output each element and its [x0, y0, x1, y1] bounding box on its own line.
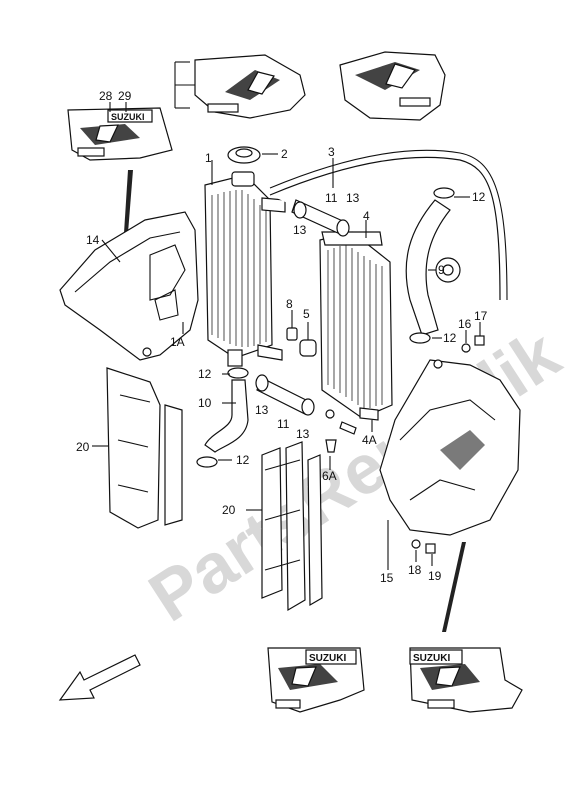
- callout-labels: 1 2 3 4 4A 5 6A 8 9 10 11 11 12 12 12 12…: [76, 89, 488, 585]
- bolt: [474, 335, 485, 346]
- callout-2: 2: [281, 147, 288, 161]
- callout-1: 1: [205, 151, 212, 165]
- bolt: [425, 543, 436, 554]
- direction-arrow-icon: [58, 654, 141, 701]
- callout-4a: 4A: [362, 433, 377, 447]
- callout-11-lower: 11: [277, 417, 290, 431]
- radiator-left: [204, 171, 286, 367]
- radiator-shroud-right: [379, 359, 521, 536]
- radiator-guard-left: [106, 367, 183, 529]
- radiator-guard-center: [261, 441, 323, 612]
- leader-lines: [92, 102, 481, 570]
- gear-icon: [435, 257, 461, 283]
- washer: [461, 343, 471, 353]
- decal-brand-text: SUZUKI: [413, 653, 450, 664]
- decal-brand-plate: [107, 109, 153, 123]
- collar: [286, 327, 298, 341]
- washer: [325, 409, 335, 419]
- radiator-left-fins: [211, 190, 267, 347]
- callout-16: 16: [458, 317, 472, 331]
- radiator-left-lower-neck: [227, 349, 243, 367]
- shroud-decal-top-center: [194, 54, 306, 119]
- callout-10: 10: [198, 396, 212, 410]
- decal-brand-text: SUZUKI: [309, 653, 346, 664]
- callout-29: 29: [118, 89, 132, 103]
- decal-brand-plate: [305, 649, 357, 665]
- callout-11-upper: 11: [325, 191, 338, 205]
- callout-13-lower-b: 13: [296, 427, 310, 441]
- callout-20-left: 20: [76, 440, 90, 454]
- bolt: [325, 439, 337, 453]
- radiator-right: [319, 231, 393, 421]
- washer: [411, 539, 421, 549]
- hose-clamp: [409, 332, 431, 344]
- callout-12-left: 12: [198, 367, 212, 381]
- callout-20-center: 20: [222, 503, 236, 517]
- callout-18: 18: [408, 563, 422, 577]
- callout-28: 28: [99, 89, 113, 103]
- hose-clamp: [433, 187, 455, 199]
- hose-clamp: [196, 456, 218, 468]
- radiator-right-fins: [327, 245, 383, 408]
- callout-12-mid-right: 12: [443, 331, 457, 345]
- decal-brand-text: SUZUKI: [111, 112, 145, 122]
- callout-19: 19: [428, 569, 442, 583]
- shroud-decal-left: SUZUKI: [67, 107, 173, 161]
- callout-9: 9: [438, 263, 445, 277]
- lower-hose: [204, 379, 249, 453]
- shroud-decal-top-right: [339, 51, 446, 121]
- callout-5: 5: [303, 307, 310, 321]
- callout-13-upper-b: 13: [293, 223, 307, 237]
- callout-1a: 1A: [170, 335, 185, 349]
- callout-15: 15: [380, 571, 394, 585]
- radiator-filler-neck: [231, 171, 255, 187]
- shroud-decal-bottom-left: SUZUKI: [267, 647, 365, 713]
- upper-hose: [405, 199, 451, 336]
- callout-3: 3: [328, 145, 335, 159]
- radiator-cap: [227, 146, 261, 164]
- callout-14: 14: [86, 233, 100, 247]
- callout-13-upper-a: 13: [346, 191, 360, 205]
- decal-brand-plate: [409, 649, 463, 665]
- callout-4: 4: [363, 209, 370, 223]
- callout-8: 8: [286, 297, 293, 311]
- callout-17: 17: [474, 309, 488, 323]
- hose-clamp: [227, 367, 249, 379]
- callout-12-upper-right: 12: [472, 190, 486, 204]
- bolt: [339, 421, 357, 435]
- callout-13-lower-a: 13: [255, 403, 269, 417]
- shroud-decal-bottom-right: SUZUKI: [409, 647, 523, 713]
- callout-6a: 6A: [322, 469, 337, 483]
- callout-12-lower: 12: [236, 453, 250, 467]
- grommet: [299, 339, 317, 357]
- radiator-shroud-left: [59, 211, 199, 361]
